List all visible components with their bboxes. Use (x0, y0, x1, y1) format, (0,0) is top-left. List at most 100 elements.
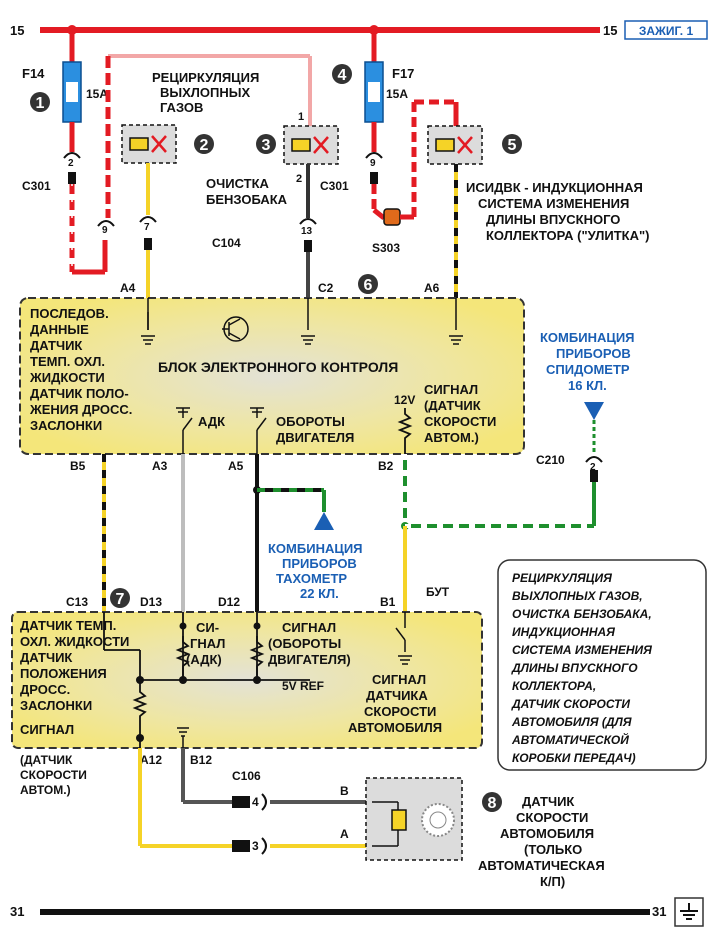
svg-text:1: 1 (36, 95, 45, 112)
module-left-line4: ПОЛОЖЕНИЯ (20, 666, 107, 681)
svg-text:7: 7 (116, 591, 125, 608)
ground-icon (141, 298, 155, 345)
module-pin-b1: B1 (380, 595, 396, 609)
fuse-f17-name: F17 (392, 66, 414, 81)
fuse-f17 (364, 61, 384, 123)
note-box (497, 559, 707, 771)
egr-heading-line2: ВЫХЛОПНЫХ (160, 85, 250, 100)
module-pin-c13: C13 (66, 595, 88, 609)
sensor-label-line2: СКОРОСТИ (516, 810, 588, 825)
svg-text:4: 4 (338, 67, 347, 84)
c301-right-label: C301 (320, 179, 349, 193)
module-left-line1: ДАТЧИК ТЕМП. (20, 618, 116, 633)
module-adk-line1: СИ- (196, 620, 219, 635)
speed-switch (395, 612, 412, 665)
ecu-left-line8: ЗАСЛОНКИ (30, 418, 102, 433)
module-rpm-line2: (ОБОРОТЫ (268, 636, 341, 651)
isidvk-heading-line2: СИСТЕМА ИЗМЕНЕНИЯ (478, 196, 629, 211)
c104-label: C104 (212, 236, 241, 250)
connector-13-pin: 13 (301, 226, 313, 237)
svg-text:2: 2 (200, 137, 209, 154)
purge-pin-2: 2 (296, 173, 302, 185)
ground-icon (680, 903, 698, 920)
module-pin-d12: D12 (218, 595, 240, 609)
rail-31-right-label: 31 (652, 904, 666, 919)
module-below-line2: СКОРОСТИ (20, 768, 87, 782)
c301-left-socket (63, 152, 81, 159)
module-5vref: 5V REF (282, 679, 324, 693)
pullup-resistor (397, 408, 413, 454)
module-rpm-line1: СИГНАЛ (282, 620, 336, 635)
ecu-left-line1: ПОСЛЕДОВ. (30, 306, 109, 321)
c106-pin-4: 4 (252, 795, 259, 809)
note-line9: АВТОМОБИЛЯ (ДЛЯ (511, 715, 632, 729)
svg-text:8: 8 (488, 795, 497, 812)
marker-5 (502, 134, 522, 154)
fuse-f14-name: F14 (22, 66, 45, 81)
ecu-left-line7: ЖЕНИЯ ДРОСС. (29, 402, 132, 417)
sensor-wire-b: B (340, 784, 349, 798)
ignition-tag-box (624, 20, 708, 40)
rpm-switch (250, 407, 267, 454)
module-left-line2: ОХЛ. ЖИДКОСТИ (20, 634, 129, 649)
purge-heading-line1: ОЧИСТКА (206, 176, 270, 191)
module-speed-line4: АВТОМОБИЛЯ (348, 720, 442, 735)
marker-7 (110, 588, 130, 608)
tone-wheel-icon (421, 803, 455, 837)
ecu-rpm-line1: ОБОРОТЫ (276, 414, 345, 429)
c210-pin: 2 (590, 462, 596, 473)
speedo-line2: ПРИБОРОВ (556, 346, 631, 361)
connector-7-pin: 7 (144, 222, 150, 233)
sensor-wire-a: A (340, 827, 349, 841)
isidvk-heading-line1: ИСИДВК - ИНДУКЦИОННАЯ (466, 180, 643, 195)
fuse-f17-rating: 15A (386, 87, 408, 101)
ecu-title: БЛОК ЭЛЕКТРОННОГО КОНТРОЛЯ (158, 359, 398, 375)
ecu-box (19, 297, 525, 455)
module-speed-line3: СКОРОСТИ (364, 704, 436, 719)
tacho-arrow (314, 512, 334, 530)
note-line8: ДАТЧИК СКОРОСТИ (511, 697, 630, 711)
svg-text:5: 5 (508, 137, 517, 154)
egr-heading-line1: РЕЦИРКУЛЯЦИЯ (152, 70, 259, 85)
module-speed-line2: ДАТЧИКА (366, 688, 428, 703)
speedo-arrow (584, 402, 604, 420)
module-below-line1: (ДАТЧИК (20, 753, 73, 767)
rail-15-left-label: 15 (10, 23, 24, 38)
transistor-icon (222, 316, 249, 342)
splice-s303 (383, 208, 401, 226)
c210-label: C210 (536, 453, 565, 467)
c106-pin-3: 3 (252, 839, 259, 853)
note-line10: АВТОМАТИЧЕСКОЙ (511, 731, 629, 747)
sensor-label-line1: ДАТЧИК (522, 794, 574, 809)
isidvk-heading-line3: ДЛИНЫ ВПУСКНОГО (486, 212, 620, 227)
isidvk-heading-line4: КОЛЛЕКТОРА ("УЛИТКА") (486, 228, 649, 243)
module-resistor (132, 686, 148, 736)
module-but-label: БУТ (426, 585, 450, 599)
ignition-tag: ЗАЖИГ. 1 (639, 24, 694, 38)
c106-label: C106 (232, 769, 261, 783)
module-left-line3: ДАТЧИК (20, 650, 72, 665)
ground-icon (177, 727, 189, 748)
sensor-label-line6: К/П) (540, 874, 565, 889)
module-pin-b12: B12 (190, 753, 212, 767)
ecu-pin-b5: B5 (70, 459, 86, 473)
note-line4: ИНДУКЦИОННАЯ (512, 625, 615, 639)
c301-left-pin: 2 (68, 158, 74, 169)
ecu-pin-a4: A4 (120, 281, 136, 295)
module-left-line5: ДРОСС. (20, 682, 70, 697)
note-line1: РЕЦИРКУЛЯЦИЯ (512, 571, 612, 585)
sensor-label-line3: АВТОМОБИЛЯ (500, 826, 594, 841)
connector-9-left (97, 220, 115, 227)
ecu-signal-line3: СКОРОСТИ (424, 414, 496, 429)
ecu-pin-a3: A3 (152, 459, 168, 473)
purge-pin-1: 1 (298, 111, 304, 123)
c301-right-pin: 9 (370, 158, 376, 169)
note-line11: КОРОБКИ ПЕРЕДАЧ) (512, 751, 636, 765)
ecu-pin-a5: A5 (228, 459, 244, 473)
svg-text:6: 6 (364, 277, 373, 294)
ecu-left-line5: ЖИДКОСТИ (29, 370, 105, 385)
marker-2 (194, 134, 214, 154)
ecu-rpm-line2: ДВИГАТЕЛЯ (276, 430, 354, 445)
module-adk-line3: (АДК) (186, 652, 222, 667)
